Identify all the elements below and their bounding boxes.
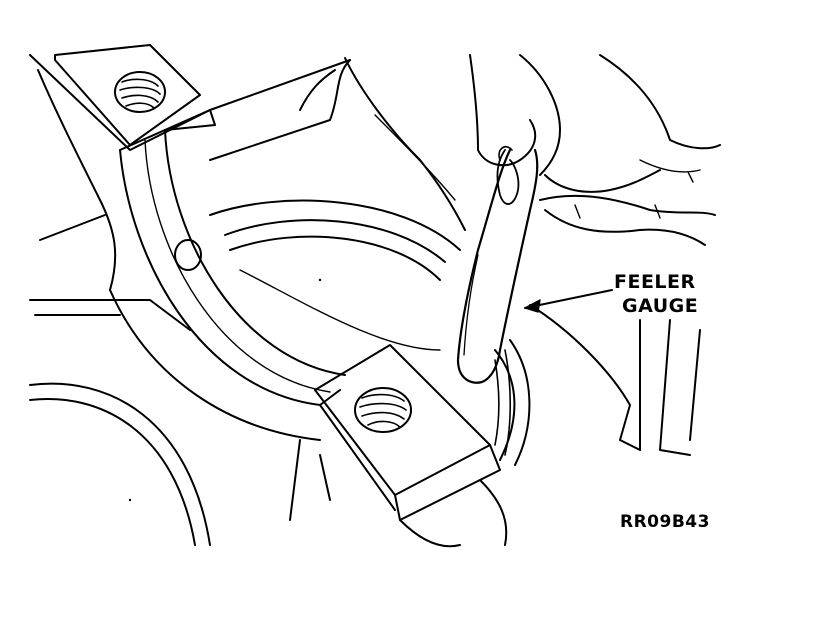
crank-web-right-3 bbox=[689, 329, 701, 441]
finger-tip bbox=[477, 119, 537, 167]
callout-label-line2: GAUGE bbox=[622, 295, 698, 317]
sleeve-left bbox=[344, 57, 466, 231]
knuckle-1 bbox=[544, 169, 661, 193]
bearing-cap-inner bbox=[164, 129, 346, 376]
gap-line-2 bbox=[504, 349, 512, 456]
sleeve-inner bbox=[374, 114, 456, 201]
journal-ring-inner bbox=[224, 219, 446, 263]
figure-code: RR09B43 bbox=[620, 512, 710, 532]
lower-bolt-hole bbox=[354, 387, 412, 433]
ref-dot-2 bbox=[128, 498, 132, 502]
bearing-cap-outer bbox=[119, 149, 341, 406]
top-boss bbox=[54, 44, 201, 146]
top-bolt-thread-1 bbox=[121, 78, 159, 87]
thrust-face-2 bbox=[509, 339, 531, 466]
flange-notch-3 bbox=[687, 171, 694, 183]
feeler-gauge-blade bbox=[456, 148, 539, 384]
thrust-face-1 bbox=[494, 349, 516, 461]
knuckle-2 bbox=[639, 159, 701, 173]
feeler-gauge-blade-edge bbox=[463, 254, 479, 356]
top-bolt-thread-2 bbox=[119, 86, 161, 95]
lower-bolt-thread-4 bbox=[367, 420, 401, 428]
lower-bolt-pad-side bbox=[394, 444, 501, 521]
lower-bolt-thread-2 bbox=[359, 402, 407, 411]
hand-back bbox=[599, 54, 721, 150]
journal-ring-outer bbox=[209, 199, 461, 251]
lower-bolt-thread-3 bbox=[361, 411, 405, 420]
journal-ring-third bbox=[229, 235, 441, 281]
flange-top bbox=[539, 194, 716, 216]
bearing-oil-hole bbox=[174, 239, 202, 271]
callout-arrowhead bbox=[524, 299, 541, 313]
lower-casting-4 bbox=[319, 454, 331, 501]
lower-casting-3 bbox=[289, 439, 301, 521]
lower-bolt-pad-front bbox=[319, 404, 396, 511]
lower-casting-2 bbox=[479, 479, 508, 546]
block-upper-right-2 bbox=[299, 69, 336, 111]
gap-line-1 bbox=[494, 359, 500, 446]
bearing-cap-lower-face bbox=[109, 289, 321, 441]
ref-dot-1 bbox=[318, 278, 322, 282]
lower-bore-outer bbox=[29, 382, 211, 546]
line-art bbox=[29, 44, 721, 548]
flange-notch-2 bbox=[654, 204, 661, 219]
bearing-cap-top bbox=[119, 109, 216, 151]
feeler-gauge-clip bbox=[496, 149, 520, 205]
lower-casting-1 bbox=[399, 519, 461, 548]
crank-web-upper bbox=[529, 304, 641, 451]
feeler-gauge-clip-ring bbox=[498, 145, 513, 161]
block-upper-right bbox=[209, 59, 351, 161]
block-left-contour bbox=[37, 69, 117, 291]
finger-top bbox=[469, 54, 479, 151]
lower-bolt-thread-1 bbox=[361, 393, 405, 402]
callout-label-line1: FEELER bbox=[614, 271, 696, 293]
flange-edge bbox=[544, 209, 706, 246]
top-bolt-hole bbox=[114, 71, 166, 113]
crank-web-right-2 bbox=[659, 319, 691, 456]
journal-lower-arc bbox=[239, 269, 441, 351]
lower-bore-inner bbox=[29, 398, 196, 546]
top-bolt-thread-4 bbox=[125, 102, 155, 109]
flange-notch-1 bbox=[574, 204, 581, 219]
top-bolt-thread-3 bbox=[121, 94, 159, 103]
block-left-inner bbox=[29, 299, 191, 331]
thumb bbox=[519, 54, 561, 176]
lower-bolt-pad bbox=[314, 344, 491, 496]
block-left-diagonal bbox=[39, 214, 106, 241]
bearing-cap-mid bbox=[144, 139, 331, 393]
